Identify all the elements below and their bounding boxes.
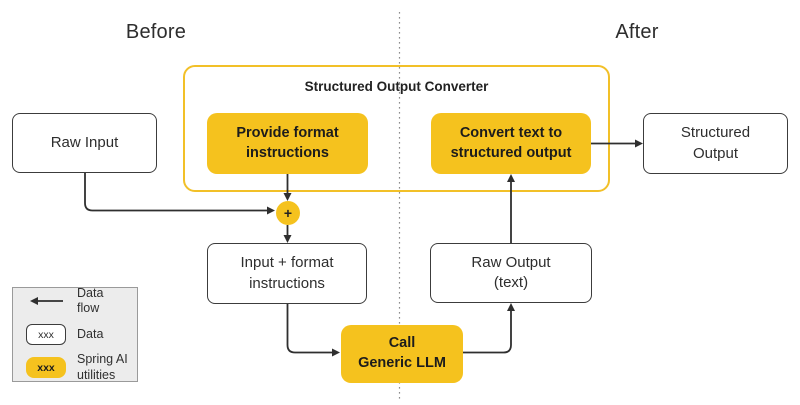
legend-data-flow-label: Data flow [77, 285, 104, 316]
legend: Data flow xxx Data xxx Spring AI utiliti… [12, 286, 138, 383]
provide-format-instructions-node: Provide format instructions [207, 113, 368, 174]
raw-input-node: Raw Input [12, 113, 157, 173]
legend-data-label: Data [77, 326, 104, 341]
after-title: After [615, 21, 659, 43]
converter-title: Structured Output Converter [304, 79, 489, 94]
arrow-call-llm-to-raw-output [463, 303, 515, 354]
legend-row-data-flow: Data flow [25, 286, 129, 317]
plus-junction: + [276, 201, 300, 225]
legend-row-data: xxx Data [25, 324, 129, 345]
input-format-instructions-node: Input + format instructions [207, 243, 367, 304]
data-flow-arrow-icon [25, 295, 67, 307]
call-generic-llm-node: Call Generic LLM [341, 325, 463, 383]
spring-ai-chip-icon: xxx [26, 357, 66, 379]
legend-spring-ai-label: Spring AI utilities [77, 352, 128, 382]
arrow-input-format-to-call-llm [286, 304, 340, 357]
legend-row-spring-ai: xxx Spring AI utilities [25, 352, 129, 383]
before-title: Before [125, 21, 187, 43]
convert-text-node: Convert text to structured output [431, 113, 591, 174]
data-chip-icon: xxx [26, 324, 66, 345]
raw-output-node: Raw Output (text) [430, 243, 592, 303]
structured-output-node: Structured Output [643, 113, 788, 174]
